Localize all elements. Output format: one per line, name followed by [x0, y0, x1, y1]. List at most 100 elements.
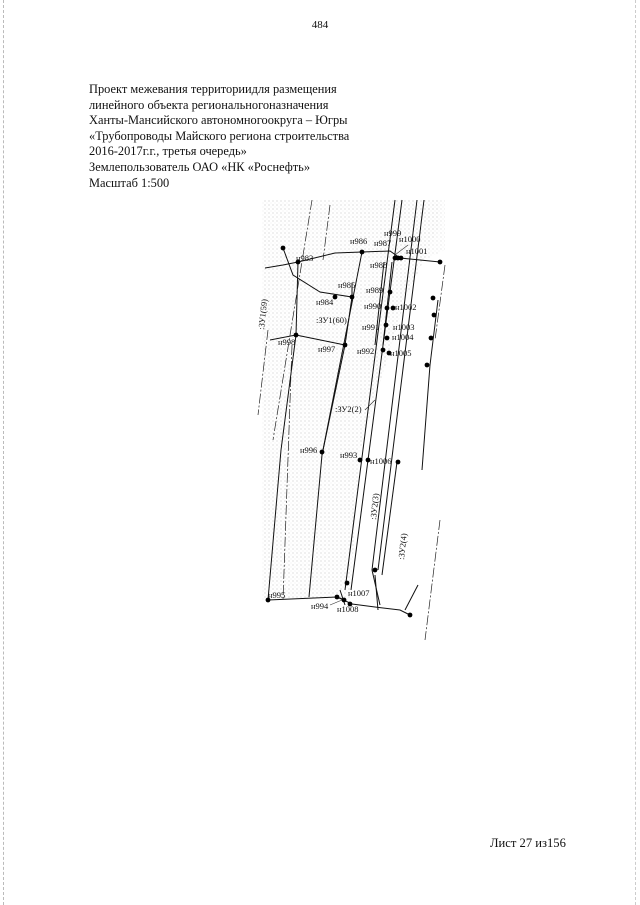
point-label: н1008: [337, 604, 359, 614]
zone-label: :ЗУ2(4): [396, 533, 409, 561]
point-label: н986: [350, 236, 367, 246]
point-label: н1000: [399, 234, 421, 244]
parcel-boundary: [267, 334, 297, 601]
corridor-line: [371, 199, 418, 571]
page-number: 484: [311, 19, 329, 31]
point-label: н993: [340, 450, 357, 460]
title-line: линейного объекта региональногоназначени…: [89, 97, 329, 112]
survey-point: [341, 597, 347, 603]
survey-point: [334, 594, 340, 600]
parcel-boundary: [321, 344, 346, 456]
survey-point: [395, 255, 401, 261]
survey-point: [342, 342, 348, 348]
scan-edge-left: [3, 0, 4, 905]
survey-point: [386, 350, 392, 356]
point-label: н989: [366, 285, 383, 295]
corridor-line: [344, 199, 396, 591]
survey-point: [387, 289, 393, 295]
point-label: н995: [268, 590, 285, 600]
survey-point: [265, 597, 271, 603]
survey-point: [293, 332, 299, 338]
survey-point: [349, 294, 355, 300]
corridor-line: [371, 569, 381, 606]
corridor-line: [374, 574, 379, 611]
boundary-line: [257, 329, 269, 416]
survey-point: [372, 567, 378, 573]
point-label: н985: [338, 280, 355, 290]
corridor-line: [339, 589, 346, 606]
survey-point: [347, 601, 353, 607]
title-line: 2016-2017г.г., третья очередь»: [89, 144, 247, 159]
sheet-number: Лист 27 из156: [490, 836, 566, 850]
corridor-line: [382, 261, 393, 346]
title-line: «Трубопроводы Майского региона строитель…: [89, 128, 350, 143]
point-label: н998: [278, 337, 295, 347]
survey-point: [280, 245, 286, 251]
point-label: н992: [357, 346, 374, 356]
corridor-line: [381, 461, 398, 576]
parcel-boundary: [282, 247, 353, 298]
point-label: н1002: [395, 302, 417, 312]
zone-label: :ЗУ1(59): [256, 298, 269, 330]
parcel-boundary: [267, 596, 411, 616]
survey-point: [380, 347, 386, 353]
survey-point: [332, 294, 338, 300]
scan-edge-right: [635, 0, 636, 905]
boundary-line: [282, 344, 293, 601]
title-line: Проект межевания территориидля размещени…: [89, 82, 337, 96]
point-label: н996: [300, 445, 317, 455]
corridor-line: [429, 299, 439, 366]
corridor-line: [377, 199, 425, 571]
boundary-line: [322, 204, 331, 261]
survey-point: [384, 305, 390, 311]
point-label: н1004: [392, 332, 414, 342]
boundary-line: [272, 199, 313, 441]
leader-line: [394, 244, 409, 256]
shaded-area: [262, 200, 440, 600]
leader-line: [329, 599, 343, 606]
point-label: н1007: [348, 588, 370, 598]
point-label: н1001: [406, 246, 428, 256]
boundary-line: [424, 519, 441, 641]
corridor-line: [350, 199, 403, 591]
zone-label: :ЗУ2(2): [335, 404, 362, 414]
point-label: н999: [384, 228, 401, 238]
corridor-line: [374, 261, 385, 346]
leader-line: [364, 399, 376, 411]
point-label: н990: [364, 301, 381, 311]
corridor-line: [404, 584, 419, 611]
point-label: н988: [370, 260, 387, 270]
survey-point: [424, 362, 430, 368]
title-block: Проект межевания территориидля размещени…: [89, 82, 389, 191]
point-label: н1005: [390, 348, 412, 358]
point-label: н1003: [393, 322, 415, 332]
point-label: н994: [311, 601, 329, 611]
zone-label: :ЗУ2(3): [368, 493, 381, 521]
survey-point: [344, 580, 350, 586]
boundary-line: [434, 264, 446, 341]
point-label: н987: [374, 238, 391, 248]
survey-point: [395, 459, 401, 465]
corridor-line: [421, 364, 431, 471]
point-label: н997: [318, 344, 335, 354]
point-label: н983: [296, 253, 313, 263]
survey-point: [428, 335, 434, 341]
survey-point: [384, 335, 390, 341]
survey-point: [390, 305, 396, 311]
survey-point: [365, 457, 371, 463]
zone-label: :ЗУ1(60): [316, 315, 347, 325]
survey-point: [383, 322, 389, 328]
survey-point: [359, 249, 365, 255]
survey-point: [357, 457, 363, 463]
survey-point: [407, 612, 413, 618]
survey-point: [295, 259, 301, 265]
scale-line: Масштаб 1:500: [89, 175, 170, 190]
point-label: н1006: [370, 456, 392, 466]
survey-point: [430, 295, 436, 301]
survey-point: [437, 259, 443, 265]
point-label: н984: [316, 297, 334, 307]
point-label: н991: [362, 322, 379, 332]
survey-point: [319, 449, 325, 455]
title-line: Ханты-Мансийского автономногоокруга – Юг…: [89, 113, 348, 128]
